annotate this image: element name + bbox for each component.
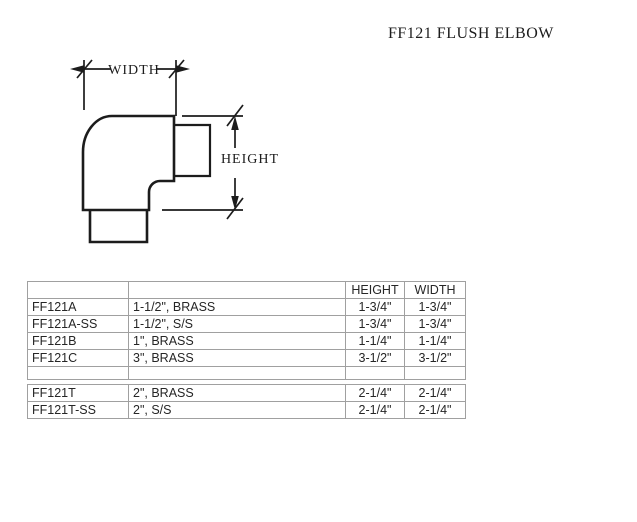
description-cell: 2", S/S xyxy=(128,401,346,419)
description-cell: 2", BRASS xyxy=(128,384,346,402)
width-header-cell: WIDTH xyxy=(404,281,466,299)
table-row: FF121B 1", BRASS 1-1/4" 1-1/4" xyxy=(27,332,466,350)
elbow-outline xyxy=(81,114,212,244)
elbow-dimension-diagram: WIDTH HEIGHT xyxy=(70,59,279,244)
bottom-spigot xyxy=(88,210,149,244)
height-cell xyxy=(345,366,405,380)
height-header-cell: HEIGHT xyxy=(345,281,405,299)
part-number-cell xyxy=(27,366,129,380)
spec-tables: HEIGHT WIDTH FF121A 1-1/2", BRASS 1-3/4"… xyxy=(27,281,466,419)
height-cell: 2-1/4" xyxy=(345,384,405,402)
description-cell: 1-1/2", BRASS xyxy=(128,298,346,316)
table-row: FF121A 1-1/2", BRASS 1-3/4" 1-3/4" xyxy=(27,298,466,316)
table-row: FF121T-SS 2", S/S 2-1/4" 2-1/4" xyxy=(27,401,466,419)
description-cell xyxy=(128,366,346,380)
right-spigot xyxy=(174,123,212,178)
height-cell: 1-1/4" xyxy=(345,332,405,350)
height-cell: 3-1/2" xyxy=(345,349,405,367)
table-row: FF121A-SS 1-1/2", S/S 1-3/4" 1-3/4" xyxy=(27,315,466,333)
header-row: HEIGHT WIDTH xyxy=(27,281,466,299)
height-cell: 2-1/4" xyxy=(345,401,405,419)
part-number-cell: FF121C xyxy=(27,349,129,367)
width-cell: 1-3/4" xyxy=(404,315,466,333)
width-cell: 2-1/4" xyxy=(404,401,466,419)
part-number-cell: FF121A xyxy=(27,298,129,316)
desc-header-cell xyxy=(128,281,346,299)
part-number-cell: FF121T xyxy=(27,384,129,402)
width-cell: 2-1/4" xyxy=(404,384,466,402)
spec-table-main: HEIGHT WIDTH FF121A 1-1/2", BRASS 1-3/4"… xyxy=(27,281,466,380)
table-row: FF121T 2", BRASS 2-1/4" 2-1/4" xyxy=(27,384,466,402)
width-cell: 1-3/4" xyxy=(404,298,466,316)
height-arrows xyxy=(231,116,239,210)
height-cell: 1-3/4" xyxy=(345,315,405,333)
part-number-cell: FF121A-SS xyxy=(27,315,129,333)
part-number-cell: FF121B xyxy=(27,332,129,350)
empty-row xyxy=(27,366,466,380)
width-arrows xyxy=(70,65,190,73)
part-number-cell: FF121T-SS xyxy=(27,401,129,419)
table-row: FF121C 3", BRASS 3-1/2" 3-1/2" xyxy=(27,349,466,367)
height-cell: 1-3/4" xyxy=(345,298,405,316)
width-label: WIDTH xyxy=(108,63,160,78)
width-cell xyxy=(404,366,466,380)
width-cell: 1-1/4" xyxy=(404,332,466,350)
description-cell: 1-1/2", S/S xyxy=(128,315,346,333)
part-header-cell xyxy=(27,281,129,299)
width-cell: 3-1/2" xyxy=(404,349,466,367)
height-label: HEIGHT xyxy=(221,152,279,167)
description-cell: 1", BRASS xyxy=(128,332,346,350)
page-title: FF121 FLUSH ELBOW xyxy=(388,25,554,42)
spec-table-t-series: FF121T 2", BRASS 2-1/4" 2-1/4" FF121T-SS… xyxy=(27,384,466,419)
description-cell: 3", BRASS xyxy=(128,349,346,367)
